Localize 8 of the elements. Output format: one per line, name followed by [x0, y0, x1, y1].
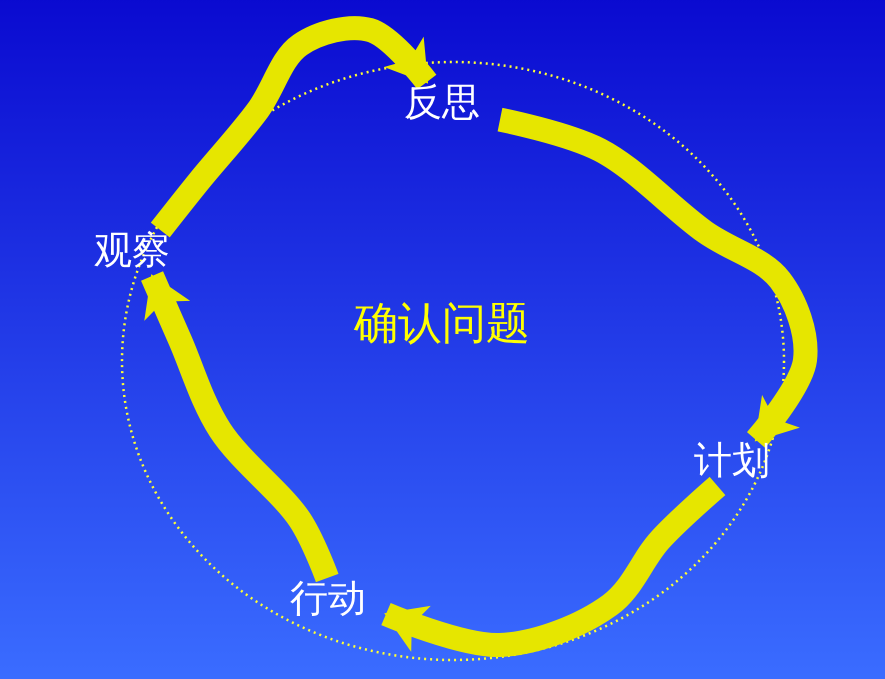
topic-label: 确认问题 [354, 300, 530, 348]
stage-label: 反思 [404, 82, 480, 124]
curved-arrow [381, 476, 726, 657]
curved-arrow [498, 108, 818, 448]
stage-label: 观察 [94, 230, 170, 272]
stage-label: 行动 [290, 578, 366, 620]
curved-arrow [150, 16, 436, 238]
stage-label: 计划 [694, 440, 770, 482]
